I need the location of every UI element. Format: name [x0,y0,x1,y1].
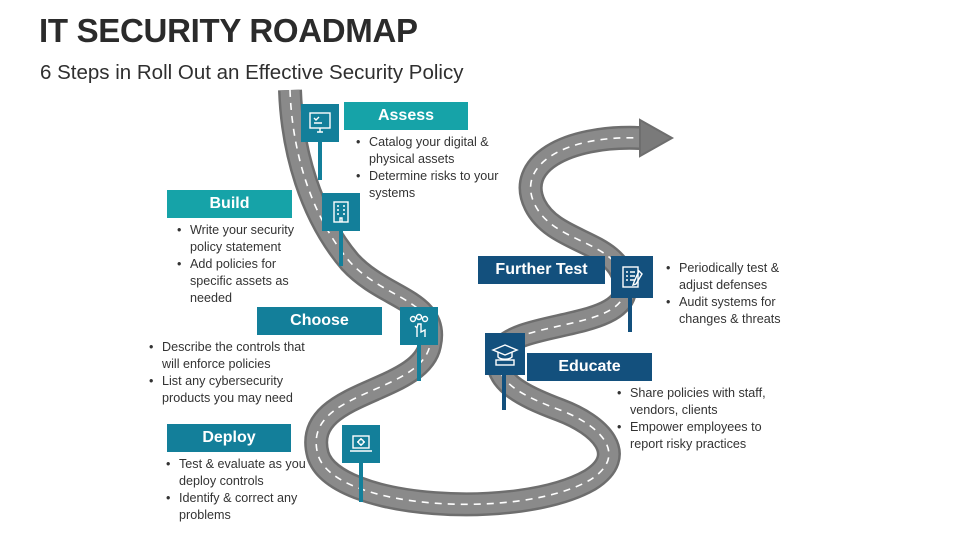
further-test-bullets: Periodically test & adjust defenses Audi… [664,260,804,328]
sign-post [417,345,421,381]
list-item: Audit systems for changes & threats [664,294,804,328]
list-item: Determine risks to your systems [354,168,514,202]
step-label-deploy: Deploy [167,424,291,452]
list-item: List any cybersecurity products you may … [147,373,322,407]
hand-choice-icon [400,307,438,345]
checklist-monitor-icon [301,104,339,142]
list-item: Add policies for specific assets as need… [175,256,320,307]
graduation-cap-icon [485,333,525,375]
page-title: IT SECURITY ROADMAP [39,12,418,49]
sign-post [502,374,506,410]
educate-bullets: Share policies with staff, vendors, clie… [615,385,780,453]
step-label-build: Build [167,190,292,218]
sign-post [339,230,343,266]
step-label-choose: Choose [257,307,382,335]
list-item: Write your security policy statement [175,222,320,256]
list-item: Catalog your digital & physical assets [354,134,514,168]
build-bullets: Write your security policy statement Add… [175,222,320,307]
choose-bullets: Describe the controls that will enforce … [147,339,322,407]
deploy-bullets: Test & evaluate as you deploy controls I… [164,456,309,524]
laptop-gear-icon [342,425,380,463]
list-item: Empower employees to report risky practi… [615,419,780,453]
step-label-further-test: Further Test [478,256,605,284]
list-item: Describe the controls that will enforce … [147,339,322,373]
step-label-educate: Educate [527,353,652,381]
sign-post [318,140,322,180]
sign-post [359,462,363,502]
list-item: Test & evaluate as you deploy controls [164,456,309,490]
assess-bullets: Catalog your digital & physical assets D… [354,134,514,202]
list-item: Periodically test & adjust defenses [664,260,804,294]
page-subtitle: 6 Steps in Roll Out an Effective Securit… [40,61,464,84]
step-label-assess: Assess [344,102,468,130]
test-checklist-icon [611,256,653,298]
building-icon [322,193,360,231]
sign-post [628,296,632,332]
list-item: Share policies with staff, vendors, clie… [615,385,780,419]
list-item: Identify & correct any problems [164,490,309,524]
